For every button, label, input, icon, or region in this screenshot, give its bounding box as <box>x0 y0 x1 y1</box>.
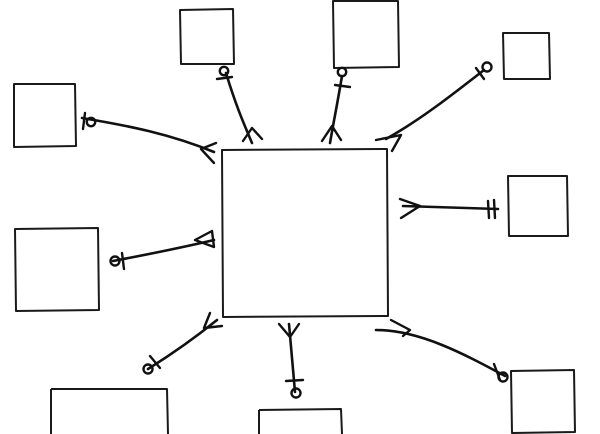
entity-box-left-upper <box>13 83 77 148</box>
crows-foot-many-marker <box>241 126 264 143</box>
one-bar-marker <box>215 75 234 81</box>
zero-circle-marker <box>109 255 121 267</box>
connector-line <box>80 116 216 154</box>
entity-box-bottom-right <box>510 369 576 434</box>
entity-box-top-left <box>179 8 235 65</box>
relationship-center-top-middle <box>320 66 352 145</box>
connector-line <box>146 318 219 371</box>
one-bar-marker <box>120 251 126 271</box>
zero-circle-marker <box>218 65 230 77</box>
crows-foot-many-marker <box>374 133 403 153</box>
crows-foot-many-marker <box>389 318 412 338</box>
entity-box-right-middle <box>507 175 569 237</box>
crows-foot-many-marker <box>277 322 301 339</box>
crows-foot-many-marker <box>398 197 422 220</box>
zero-circle-marker <box>336 66 348 78</box>
one-bar-marker <box>492 198 497 220</box>
connector-line <box>111 238 216 263</box>
zero-circle-marker <box>290 387 302 399</box>
connector-line <box>328 74 344 145</box>
one-bar-marker <box>486 199 491 220</box>
relationship-center-top-left <box>215 65 264 145</box>
connector-line <box>384 68 486 141</box>
relationship-center-right-middle <box>398 197 500 220</box>
connector-line <box>287 322 297 394</box>
relationship-center-bottom-middle <box>277 322 305 399</box>
one-bar-marker <box>284 378 305 383</box>
zero-circle-marker <box>142 363 154 375</box>
one-bar-marker <box>81 111 87 131</box>
crows-foot-many-marker <box>320 124 343 143</box>
crows-foot-many-marker <box>193 229 216 249</box>
zero-circle-marker <box>85 116 97 128</box>
relationship-center-left-lower <box>109 229 216 271</box>
connector-line <box>374 328 507 378</box>
relationship-center-bottom-left <box>142 311 224 375</box>
one-bar-marker <box>148 354 162 370</box>
entity-box-top-right <box>502 32 551 80</box>
relationship-center-bottom-right <box>374 318 509 383</box>
relationship-center-top-right <box>374 61 493 153</box>
one-bar-marker <box>474 66 486 81</box>
entity-box-left-lower <box>14 227 100 312</box>
zero-circle-marker <box>497 371 509 383</box>
crows-foot-many-marker <box>202 311 224 330</box>
entity-box-center <box>221 148 389 318</box>
entity-box-bottom-middle <box>258 408 343 434</box>
relationship-center-left-upper <box>80 111 218 165</box>
entity-box-bottom-left <box>50 388 169 434</box>
one-bar-marker <box>333 83 352 89</box>
crows-foot-many-marker <box>199 141 218 165</box>
connector-line <box>224 71 254 145</box>
entity-box-top-middle <box>332 0 400 69</box>
zero-circle-marker <box>481 61 493 73</box>
